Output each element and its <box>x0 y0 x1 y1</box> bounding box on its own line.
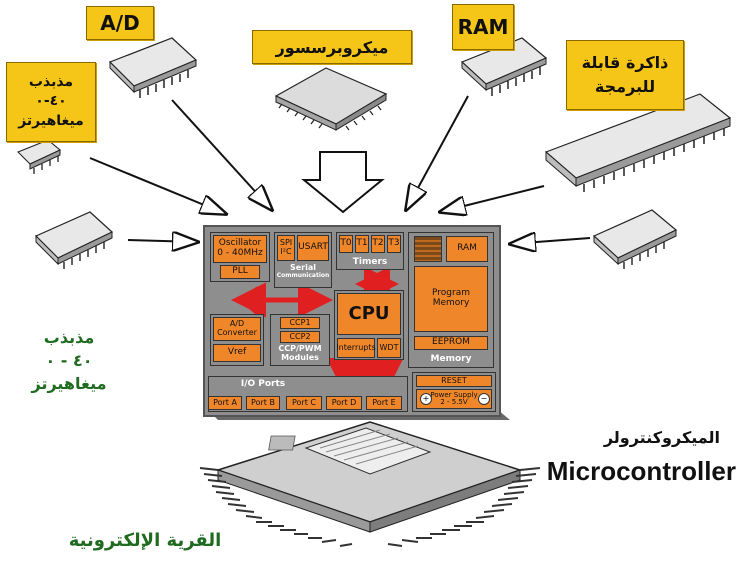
ad-label: A/D <box>86 6 154 40</box>
ccp-caption-line2: Modules <box>281 352 319 362</box>
programmable-memory-line2: للبرمجة <box>594 77 656 96</box>
program-memory-line1: Program <box>432 288 470 299</box>
cpu-block: CPU <box>337 293 401 335</box>
io-caption: I/O Ports <box>240 379 286 389</box>
ad-converter-line2: Converter <box>217 328 257 337</box>
oscillator-chip-left-icon <box>34 211 114 269</box>
pll-block: PLL <box>220 265 260 279</box>
bus-arrow-diagonal-b <box>240 286 260 302</box>
arrow-ram <box>406 95 469 210</box>
oscillator-label-line2: ٤٠-٠ <box>35 93 67 110</box>
ad-converter-block: A/D Converter <box>213 317 261 341</box>
oscillator-block-line2: 0 - 40MHz <box>217 248 263 258</box>
oscillator-label-line1: مذبذب <box>28 73 74 90</box>
spi-label: SPI <box>279 238 293 248</box>
timer-t3: T3 <box>387 235 401 253</box>
serial-caption-line1: Serial <box>289 263 316 272</box>
left-oscillator-label: مذبذب ٤٠ - ٠ ميغاهيرتز <box>14 326 124 396</box>
port-d: Port D <box>326 396 362 410</box>
oscillator-label: مذبذب ٤٠-٠ ميغاهيرتز <box>6 62 96 142</box>
arrow-program-memory <box>440 185 545 212</box>
battery-plus-icon: + <box>420 393 432 405</box>
microprocessor-label: ميكروبرسسور <box>252 30 412 64</box>
i2c-label: I²C <box>280 247 292 256</box>
microcontroller-arabic-label: الميكروكنترولر <box>603 428 720 447</box>
ram-chip-icon <box>460 37 548 96</box>
timer-t0: T0 <box>339 235 353 253</box>
oscillator-label-line3: ميغاهيرتز <box>18 112 84 129</box>
program-memory-chip-icon <box>544 93 732 192</box>
power-supply-block: Power Supply 2 - 5.5V <box>416 389 492 409</box>
programmable-memory-label: ذاكرة قابلة للبرمجة <box>566 40 684 110</box>
ad-converter-line1: A/D <box>229 319 245 329</box>
programmable-memory-line1: ذاكرة قابلة <box>581 53 669 72</box>
usart-block: USART <box>297 235 329 261</box>
microcontroller-package-icon <box>199 421 541 547</box>
arrow-ad <box>171 99 272 210</box>
timers-caption: Timers <box>352 257 388 267</box>
memory-caption: Memory <box>430 354 472 364</box>
ram-block: RAM <box>446 236 488 262</box>
port-e: Port E <box>366 396 402 410</box>
oscillator-block: Oscillator 0 - 40MHz <box>213 235 267 263</box>
timer-t2: T2 <box>371 235 385 253</box>
port-c: Port C <box>286 396 322 410</box>
serial-caption-line2: Communication <box>276 271 330 279</box>
vref-block: Vref <box>213 344 261 362</box>
arrow-eeprom <box>510 238 591 244</box>
battery-minus-icon: − <box>478 393 490 405</box>
footer-label: القرية الإلكترونية <box>68 530 222 551</box>
eeprom-chip-icon <box>592 209 678 269</box>
ccp2-block: CCP2 <box>280 331 320 343</box>
spi-i2c-block: SPI I²C <box>277 235 295 261</box>
ad-chip-icon <box>108 37 198 98</box>
oscillator-block-line1: Oscillator <box>218 238 262 249</box>
ccp1-block: CCP1 <box>280 317 320 329</box>
power-supply-line2: 2 - 5.5V <box>440 398 468 406</box>
interrupts-block: Interrupts <box>336 338 376 358</box>
timer-t1: T1 <box>355 235 369 253</box>
port-a: Port A <box>208 396 242 410</box>
left-oscillator-line2: ٤٠ - ٠ <box>45 351 93 371</box>
ram-label: RAM <box>452 4 514 50</box>
ccp-caption: CCP/PWM Modules <box>270 344 330 363</box>
left-oscillator-line3: ميغاهيرتز <box>31 374 107 394</box>
bus-arrow-diagonal-a <box>240 298 260 316</box>
flash-stripes <box>414 236 442 262</box>
arrow-oscillator-left <box>127 240 198 242</box>
microcontroller-english-label: Microcontroller <box>546 456 736 486</box>
port-b: Port B <box>246 396 280 410</box>
wdt-block: WDT <box>377 338 401 358</box>
down-arrow-icon <box>301 151 385 214</box>
arrow-oscillator-top <box>89 157 226 214</box>
eeprom-block: EEPROM <box>414 336 488 350</box>
reset-block: RESET <box>416 375 492 387</box>
microprocessor-chip-icon <box>274 67 388 131</box>
serial-caption: Serial Communication <box>274 263 332 279</box>
power-supply-line1: Power Supply <box>430 391 478 399</box>
left-oscillator-line1: مذبذب <box>43 328 95 347</box>
oscillator-chip-small-icon <box>17 139 62 174</box>
ccp-caption-line1: CCP/PWM <box>278 344 322 353</box>
program-memory-block: Program Memory <box>414 266 488 332</box>
program-memory-line2: Memory <box>432 298 470 308</box>
